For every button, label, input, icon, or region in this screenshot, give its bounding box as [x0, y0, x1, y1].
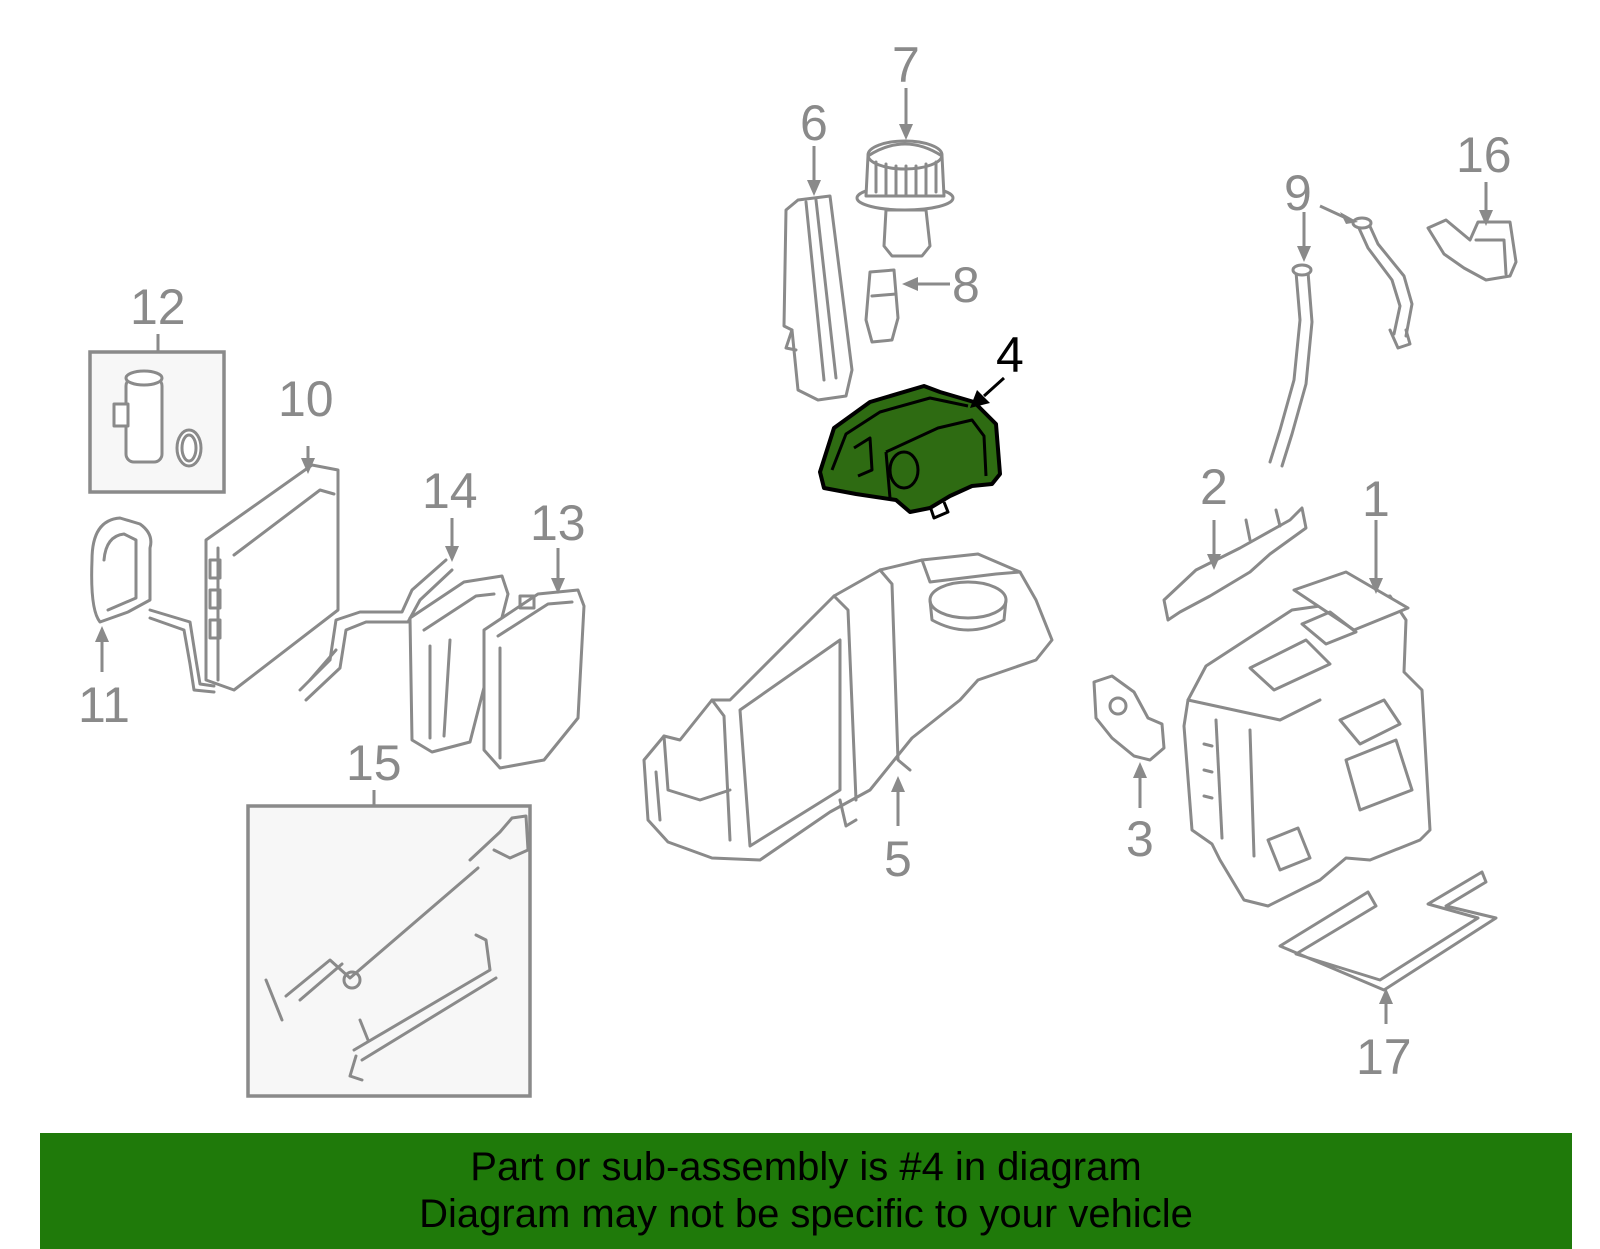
- part-6-cabin-filter[interactable]: [782, 194, 854, 402]
- part-1-hvac-case[interactable]: [1182, 570, 1432, 908]
- callout-3: 3: [1126, 811, 1154, 867]
- callout-15: 15: [346, 735, 402, 791]
- callout-8: 8: [952, 257, 980, 313]
- callout-numbers: 1 2 3 4 5 6 7 8 9 10 11 12 13 14 15 16 1…: [78, 37, 1512, 1085]
- part-10-evaporator[interactable]: [204, 463, 340, 692]
- part-15-wiring-kit[interactable]: [246, 804, 532, 1098]
- callout-1: 1: [1362, 471, 1390, 527]
- part-3-actuator-motor[interactable]: [1092, 674, 1166, 762]
- callout-10: 10: [278, 371, 334, 427]
- part-13-heater-core[interactable]: [482, 588, 586, 770]
- leader-lines: [95, 88, 1493, 1024]
- part-12-expansion-valve[interactable]: [88, 350, 226, 494]
- part-4-blower-housing-highlighted[interactable]: [818, 384, 1002, 520]
- callout-11: 11: [78, 677, 130, 733]
- callout-13: 13: [530, 495, 586, 551]
- part-7-blower-motor[interactable]: [855, 139, 955, 258]
- info-banner: Part or sub-assembly is #4 in diagram Di…: [40, 1133, 1572, 1249]
- banner-line-part: Part or sub-assembly is #4 in diagram: [470, 1145, 1142, 1189]
- callout-4: 4: [996, 327, 1024, 383]
- part-2-bracket[interactable]: [1162, 506, 1308, 622]
- part-17-gasket[interactable]: [1278, 870, 1498, 992]
- callout-14: 14: [422, 463, 478, 519]
- callout-12: 12: [130, 279, 186, 335]
- callout-2: 2: [1200, 459, 1228, 515]
- part-11-seal[interactable]: [90, 516, 216, 694]
- part-8-resistor[interactable]: [864, 268, 900, 344]
- part-16-actuator[interactable]: [1426, 218, 1518, 282]
- callout-7: 7: [892, 37, 920, 93]
- part-9-hoses[interactable]: [1268, 216, 1414, 468]
- banner-line-disclaimer: Diagram may not be specific to your vehi…: [419, 1192, 1193, 1236]
- callout-6: 6: [800, 95, 828, 151]
- callout-16: 16: [1456, 127, 1512, 183]
- callout-17: 17: [1356, 1029, 1412, 1085]
- callout-9: 9: [1284, 165, 1312, 221]
- callout-5: 5: [884, 831, 912, 887]
- part-5-housing[interactable]: [642, 552, 1054, 862]
- parts-diagram: 1 2 3 4 5 6 7 8 9 10 11 12 13 14 15 16 1…: [78, 37, 1518, 1098]
